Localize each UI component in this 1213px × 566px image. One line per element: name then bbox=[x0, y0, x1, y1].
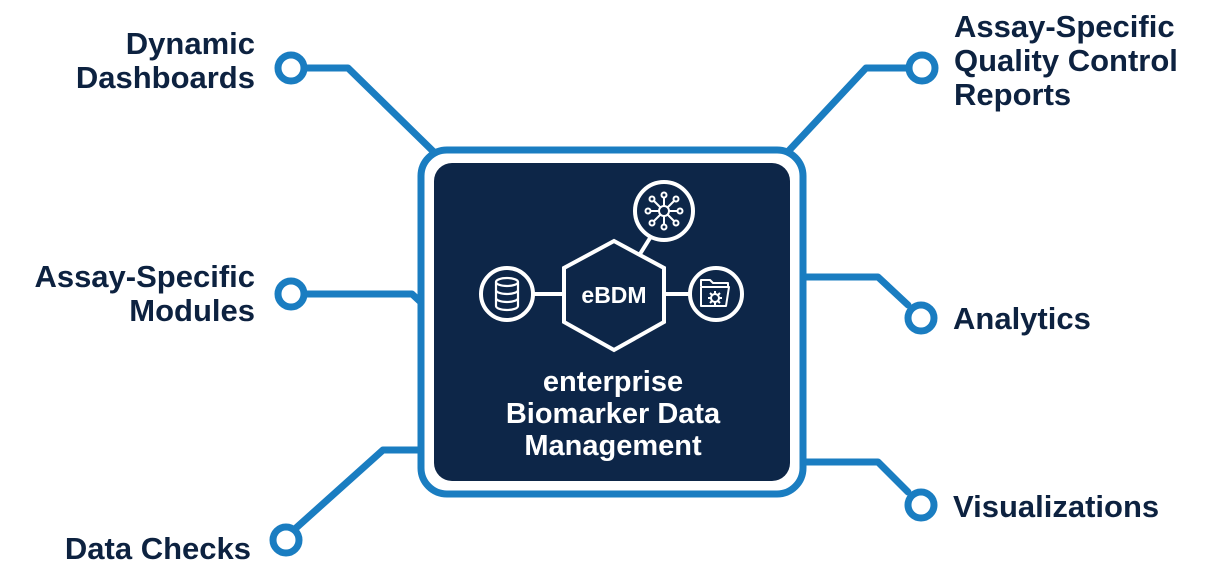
connector-visualizations bbox=[796, 458, 912, 496]
node-qc-reports bbox=[905, 51, 939, 85]
hub-title-line: Biomarker Data bbox=[505, 398, 721, 430]
label-analytics: Analytics bbox=[953, 302, 1091, 336]
label-line: Reports bbox=[954, 77, 1072, 112]
label-dynamic-dashboards: Dynamic Dashboards bbox=[76, 27, 255, 95]
connector-data-checks bbox=[292, 446, 431, 532]
label-assay-specific-qc-reports: Assay-Specific Quality Control Reports bbox=[954, 10, 1178, 112]
label-line: Assay-Specific bbox=[954, 9, 1175, 44]
connector-dynamic-dashboards bbox=[301, 64, 446, 164]
folder-gear-icon bbox=[688, 266, 744, 322]
label-line: Quality Control bbox=[954, 43, 1178, 78]
node-analytics bbox=[904, 301, 938, 335]
hub-title-line: enterprise bbox=[542, 366, 684, 398]
connector-qc-reports bbox=[778, 64, 914, 162]
node-data-checks bbox=[269, 523, 303, 557]
hub-abbreviation: eBDM bbox=[581, 282, 647, 308]
connector-analytics bbox=[796, 273, 912, 309]
link-network bbox=[638, 236, 652, 256]
label-line: Assay-Specific bbox=[34, 259, 255, 294]
hub-title-line: Management bbox=[524, 430, 702, 462]
connector-assay-specific-modules bbox=[301, 290, 431, 312]
label-line: Dashboards bbox=[75, 60, 255, 95]
node-assay-specific-modules bbox=[274, 277, 308, 311]
label-line: Visualizations bbox=[953, 489, 1160, 524]
node-dynamic-dashboards bbox=[274, 51, 308, 85]
label-line: Modules bbox=[129, 293, 255, 328]
network-icon bbox=[633, 180, 695, 242]
label-line: Data Checks bbox=[64, 531, 251, 566]
node-visualizations bbox=[904, 488, 938, 522]
label-assay-specific-modules: Assay-Specific Modules bbox=[34, 260, 255, 328]
label-data-checks: Data Checks bbox=[65, 532, 251, 566]
ebdm-hexagon bbox=[562, 238, 666, 353]
hub-title: enterprise Biomarker Data Management bbox=[432, 366, 794, 462]
database-icon bbox=[479, 266, 535, 322]
label-line: Dynamic bbox=[125, 26, 255, 61]
label-visualizations: Visualizations bbox=[953, 490, 1159, 524]
label-line: Analytics bbox=[953, 301, 1091, 336]
